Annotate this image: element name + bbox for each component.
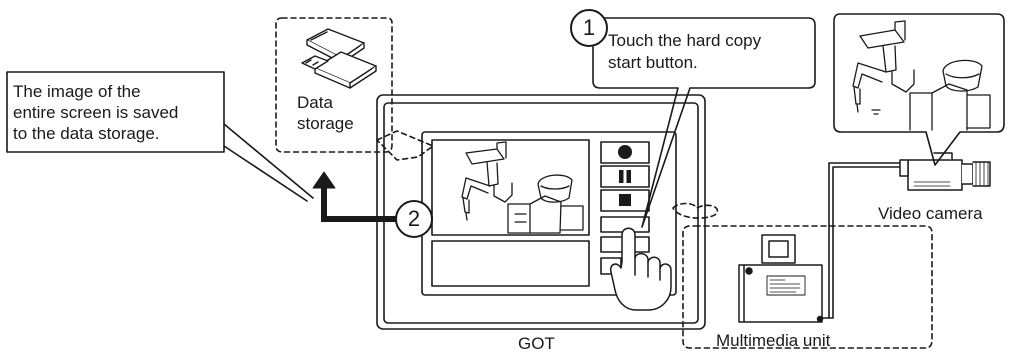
step1-circle bbox=[570, 9, 608, 47]
usb-drive-icon bbox=[301, 51, 377, 89]
saved-note-text: The image of the entire screen is saved … bbox=[13, 82, 179, 143]
video-camera-label: Video camera bbox=[878, 204, 983, 223]
camera-view-robot-icon bbox=[852, 20, 991, 131]
record-icon bbox=[618, 145, 632, 159]
multimedia-unit-icon bbox=[738, 234, 824, 323]
multimedia-unit-box bbox=[682, 225, 933, 349]
stop-icon bbox=[619, 194, 631, 206]
step2-number: 2 bbox=[407, 206, 421, 231]
got-label: GOT bbox=[518, 334, 555, 353]
data-storage-box bbox=[275, 17, 393, 153]
step2-arrow bbox=[312, 171, 404, 222]
got-unit bbox=[376, 94, 706, 330]
multimedia-got-callout bbox=[672, 202, 719, 219]
hand-pointer-icon bbox=[609, 227, 672, 311]
step1-number: 1 bbox=[582, 15, 596, 40]
step1-callout-box bbox=[592, 17, 816, 228]
multimedia-unit-label: Multimedia unit bbox=[716, 331, 831, 350]
saved-note-pointer bbox=[223, 123, 314, 202]
step2-circle bbox=[395, 200, 433, 238]
saved-note-box bbox=[6, 71, 225, 153]
data-storage-label: Data storage bbox=[297, 93, 354, 133]
pause-icon bbox=[619, 170, 631, 183]
step1-text: Touch the hard copy start button. bbox=[608, 31, 762, 72]
camera-cable bbox=[819, 162, 901, 319]
camera-view-bubble bbox=[833, 13, 1005, 166]
robot-arm-icon bbox=[461, 141, 584, 234]
video-camera-icon bbox=[899, 152, 991, 191]
got-corner-callout bbox=[376, 130, 434, 161]
